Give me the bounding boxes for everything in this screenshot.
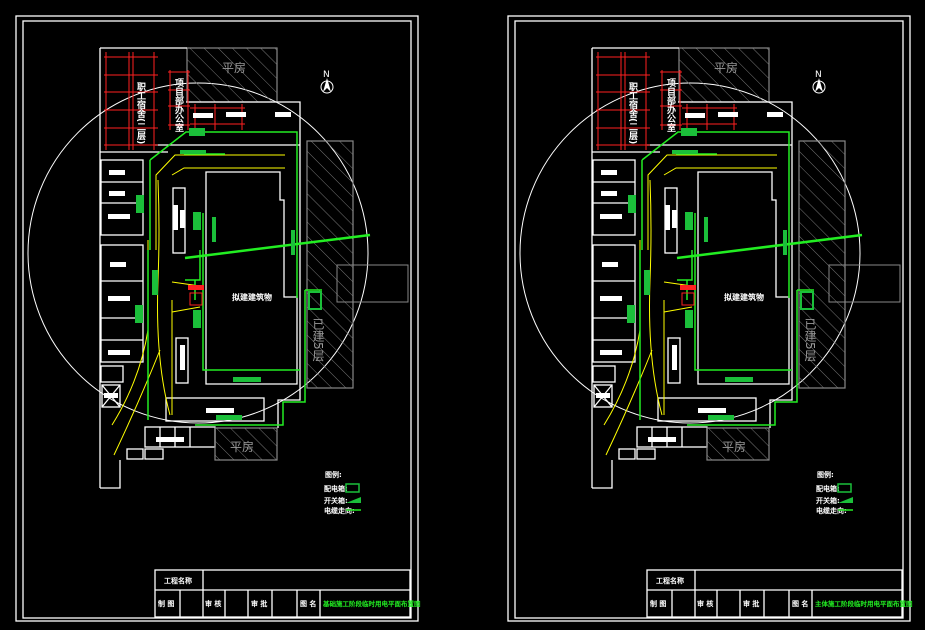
marker-green	[180, 150, 206, 154]
legend-switch-box: 开关箱:	[324, 496, 348, 505]
planned-building	[205, 171, 298, 385]
inner-frame	[22, 20, 412, 619]
marker-green	[291, 230, 295, 255]
marker	[206, 408, 234, 413]
office-label: 项目部办公室	[173, 78, 184, 132]
small-room	[144, 448, 164, 460]
bungalow-top	[186, 47, 278, 103]
drawing-name-label: 图 名	[300, 599, 316, 608]
bottom-building	[165, 397, 265, 422]
marker	[193, 113, 213, 118]
switch-box-icon	[193, 212, 201, 230]
room-labels	[104, 170, 185, 398]
switch-box-icon	[135, 305, 143, 323]
switch-box-icon	[193, 310, 201, 328]
approve-label: 审 批	[251, 599, 267, 608]
marker-green	[216, 415, 242, 420]
marker	[275, 112, 291, 117]
marker-green	[152, 270, 158, 295]
site-boundary	[99, 47, 301, 489]
planned-building-label: 拟建建筑物	[232, 292, 272, 302]
north-label: N	[323, 70, 330, 80]
existing-building-label: 已建5层	[311, 318, 325, 362]
site-plan-sheet-left: 平房 已建5层 职工宿舍(二层) 项目部办公室 N 拟建建筑物	[15, 15, 419, 622]
switch-box-icon	[346, 497, 361, 503]
review-label: 审 核	[205, 599, 221, 608]
drawing-name-left: 基础施工阶段临时用电平面布置图	[322, 599, 421, 608]
legend-distribution-box: 配电箱:	[324, 484, 348, 493]
marker-green	[212, 217, 216, 242]
red-equipment-icon	[189, 292, 203, 306]
legend-cable-route: 电缆走向:	[324, 506, 355, 515]
distribution-box-icon	[189, 128, 205, 136]
north-arrow-icon: N	[320, 70, 334, 94]
project-name-label: 工程名称	[164, 576, 192, 585]
distribution-box-icon	[345, 483, 360, 493]
marker	[156, 437, 184, 442]
site-plan-sheet-right	[506, 14, 912, 623]
drawing-name-right: 主体施工阶段临时用电平面布置图	[815, 599, 913, 608]
distribution-box-icon	[308, 291, 322, 310]
title-block	[154, 569, 411, 618]
legend-title: 图例:	[325, 470, 342, 479]
switch-box-icon	[136, 195, 144, 213]
drawn-label: 制 图	[158, 599, 174, 608]
left-rooms	[100, 159, 189, 408]
red-marker	[188, 285, 204, 290]
bungalow-top-label: 平房	[222, 60, 246, 75]
existing-building-annex	[336, 264, 409, 303]
marker	[226, 112, 246, 117]
marker-green	[233, 377, 261, 382]
dormitory-label: 职工宿舍(二层)	[135, 82, 147, 144]
bungalow-bottom	[214, 427, 278, 461]
small-room	[126, 448, 144, 460]
bungalow-bottom-label: 平房	[230, 439, 254, 454]
legend: 图例: 配电箱: 开关箱: 电缆走向:	[324, 470, 361, 515]
outer-frame	[15, 15, 419, 622]
